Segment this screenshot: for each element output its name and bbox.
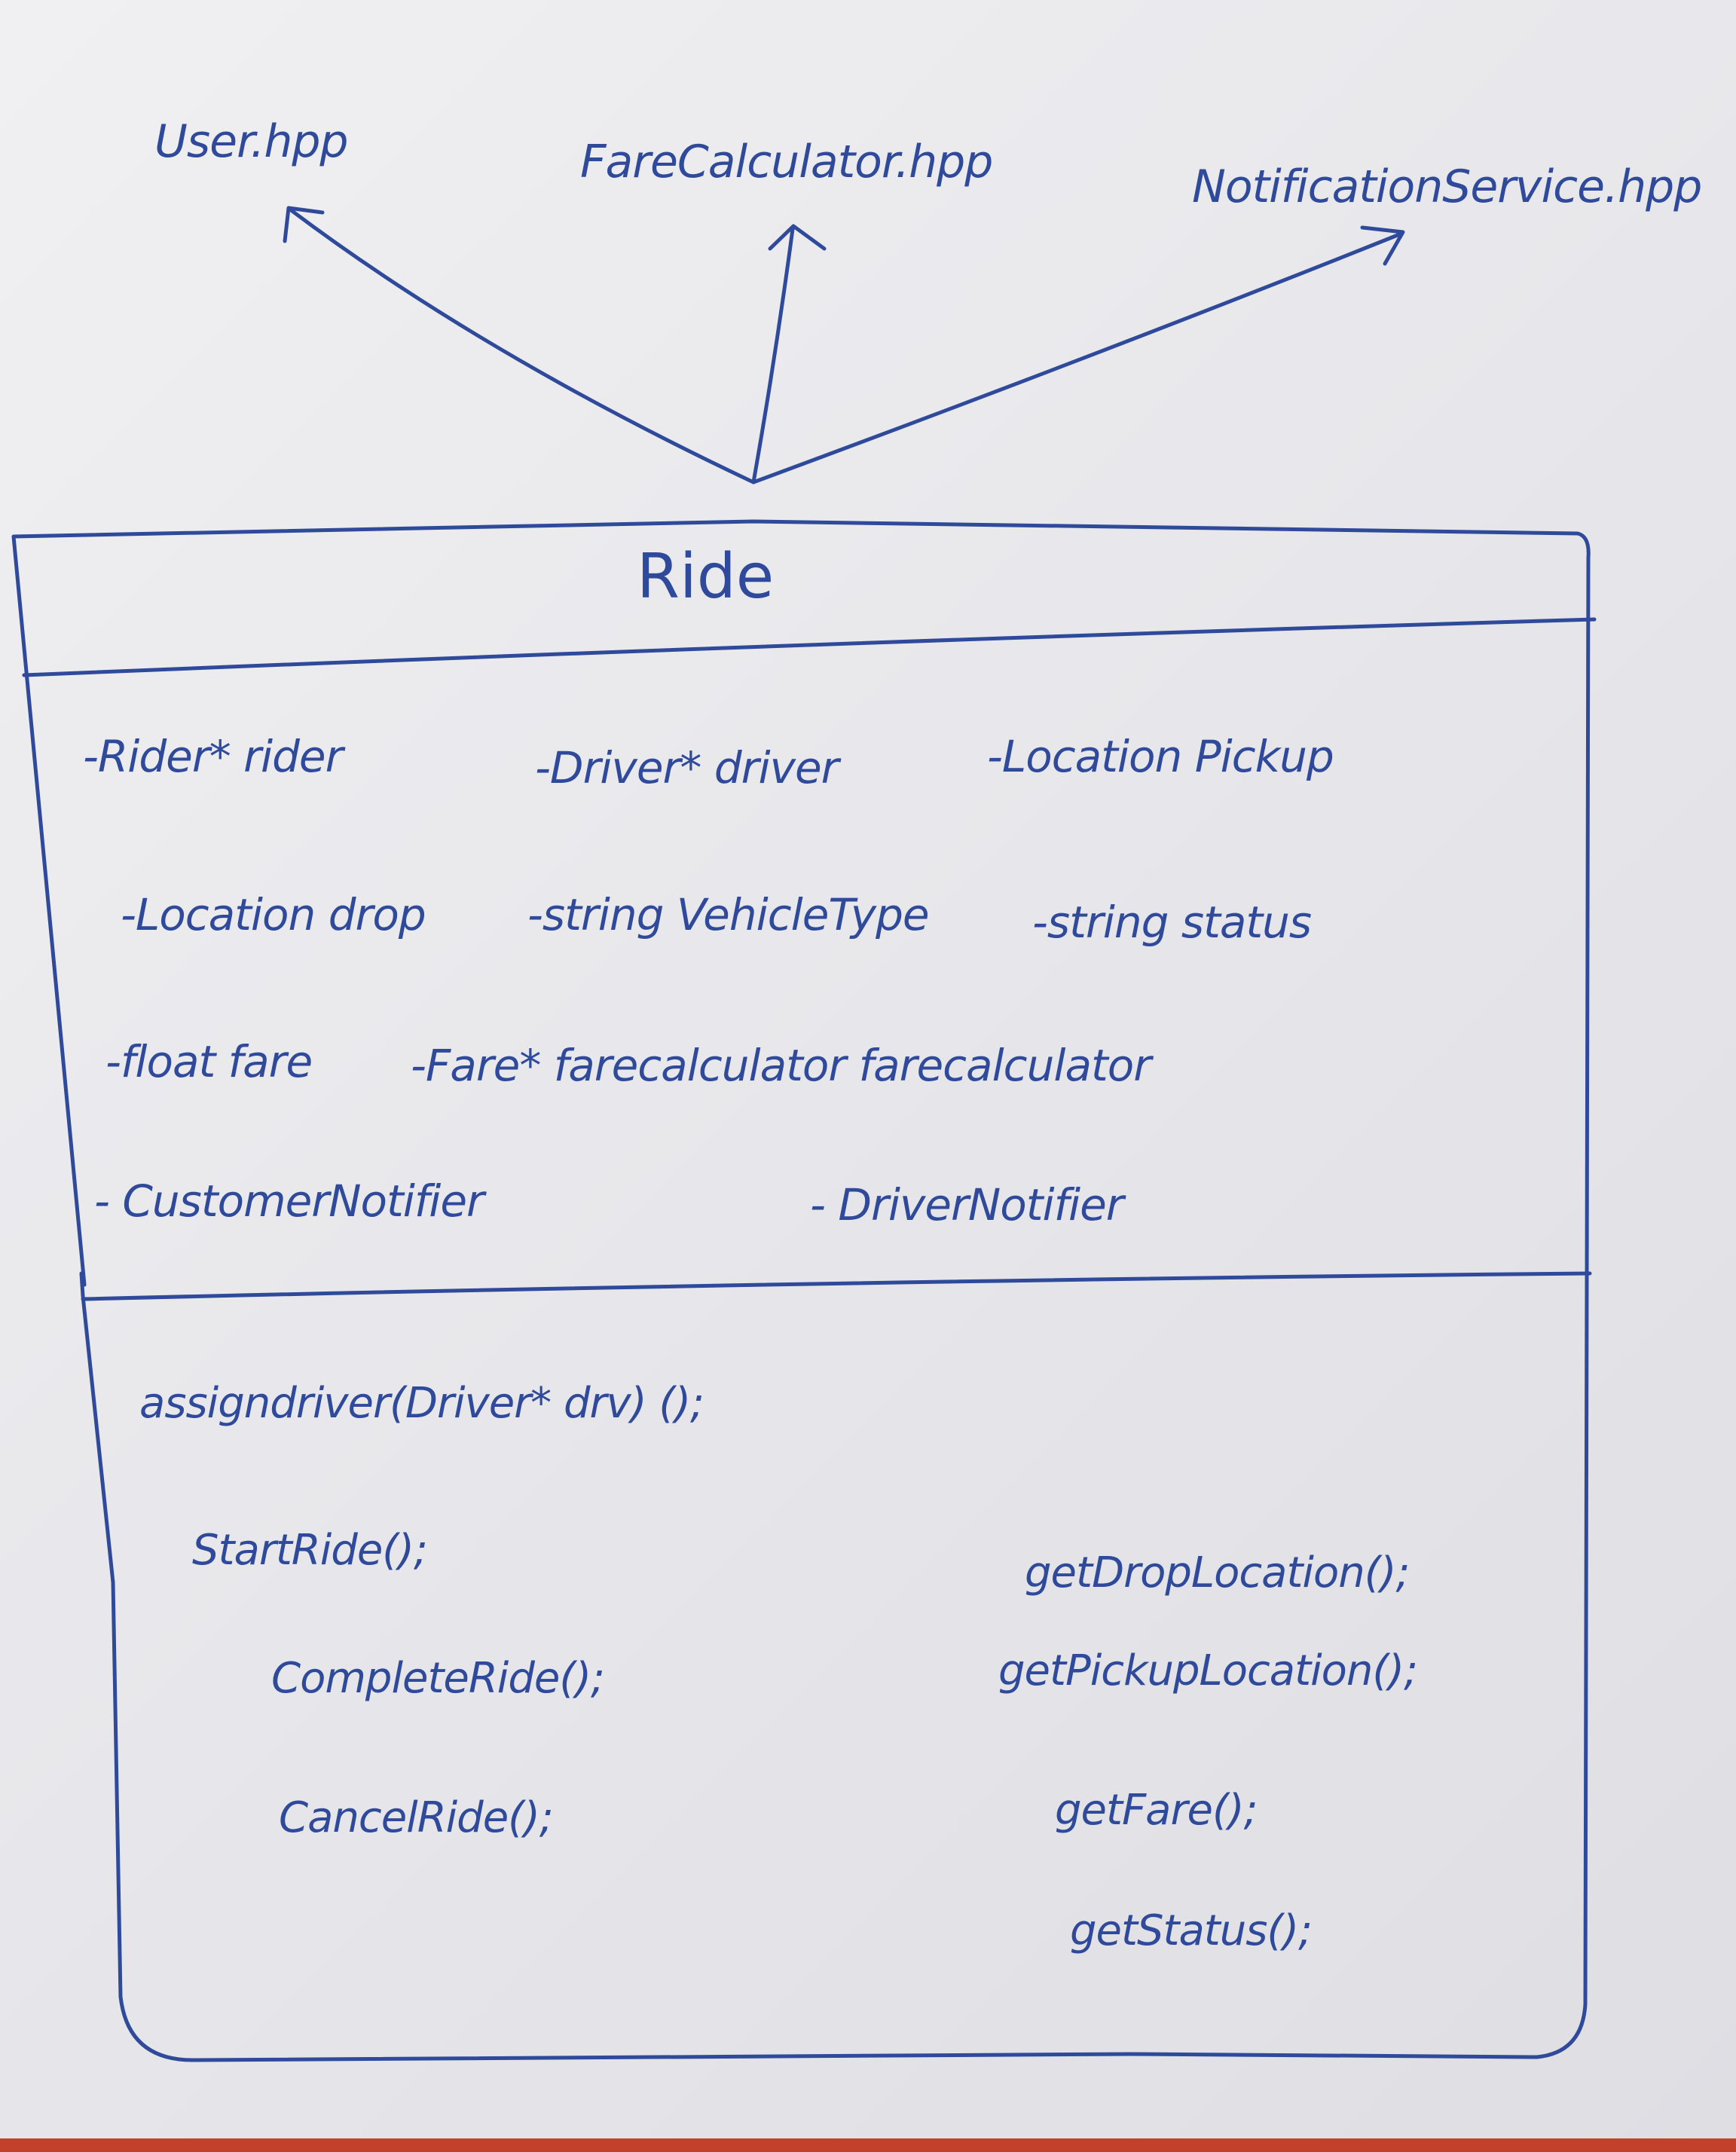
method-item: CancelRide(); bbox=[279, 1793, 554, 1842]
attribute-item: -string VehicleType bbox=[527, 889, 930, 940]
arrow-to-user bbox=[288, 207, 756, 485]
arrowhead-farecalculator-icon bbox=[768, 224, 827, 251]
method-item: assigndriver(Driver* drv) (); bbox=[139, 1379, 704, 1428]
arrowhead-notificationservice-icon bbox=[1360, 225, 1405, 266]
attribute-item: - CustomerNotifier bbox=[94, 1175, 484, 1227]
arrowhead-user-icon bbox=[283, 206, 325, 243]
attribute-item: -float fare bbox=[105, 1036, 313, 1087]
method-item: getStatus(); bbox=[1070, 1906, 1313, 1955]
dependency-label-user: User.hpp bbox=[154, 115, 349, 168]
attribute-item: -Fare* farecalculator farecalculator bbox=[411, 1040, 1151, 1091]
dependency-arrows bbox=[283, 206, 1405, 485]
class-name: Ride bbox=[637, 541, 775, 613]
attribute-item: -string status bbox=[1032, 897, 1312, 948]
arrow-to-notificationservice bbox=[751, 231, 1404, 485]
attribute-item: -Location drop bbox=[121, 889, 426, 940]
method-item: getPickupLocation(); bbox=[998, 1646, 1418, 1695]
method-item: CompleteRide(); bbox=[271, 1654, 605, 1703]
attribute-item: -Rider* rider bbox=[83, 731, 343, 782]
attribute-item: -Driver* driver bbox=[535, 742, 839, 793]
method-item: getDropLocation(); bbox=[1025, 1548, 1410, 1597]
method-item: StartRide(); bbox=[192, 1526, 428, 1575]
attributes-divider bbox=[81, 1271, 1592, 1301]
title-divider bbox=[22, 617, 1597, 677]
attribute-item: - DriverNotifier bbox=[810, 1179, 1124, 1230]
dependency-label-farecalculator: FareCalculator.hpp bbox=[580, 136, 993, 188]
dependency-label-notificationservice: NotificationService.hpp bbox=[1192, 160, 1702, 213]
floor-strip bbox=[0, 2138, 1736, 2152]
method-item: getFare(); bbox=[1055, 1786, 1258, 1835]
attribute-item: -Location Pickup bbox=[987, 731, 1334, 782]
class-box-outline bbox=[11, 519, 1591, 2062]
arrow-to-farecalculator bbox=[751, 227, 795, 485]
